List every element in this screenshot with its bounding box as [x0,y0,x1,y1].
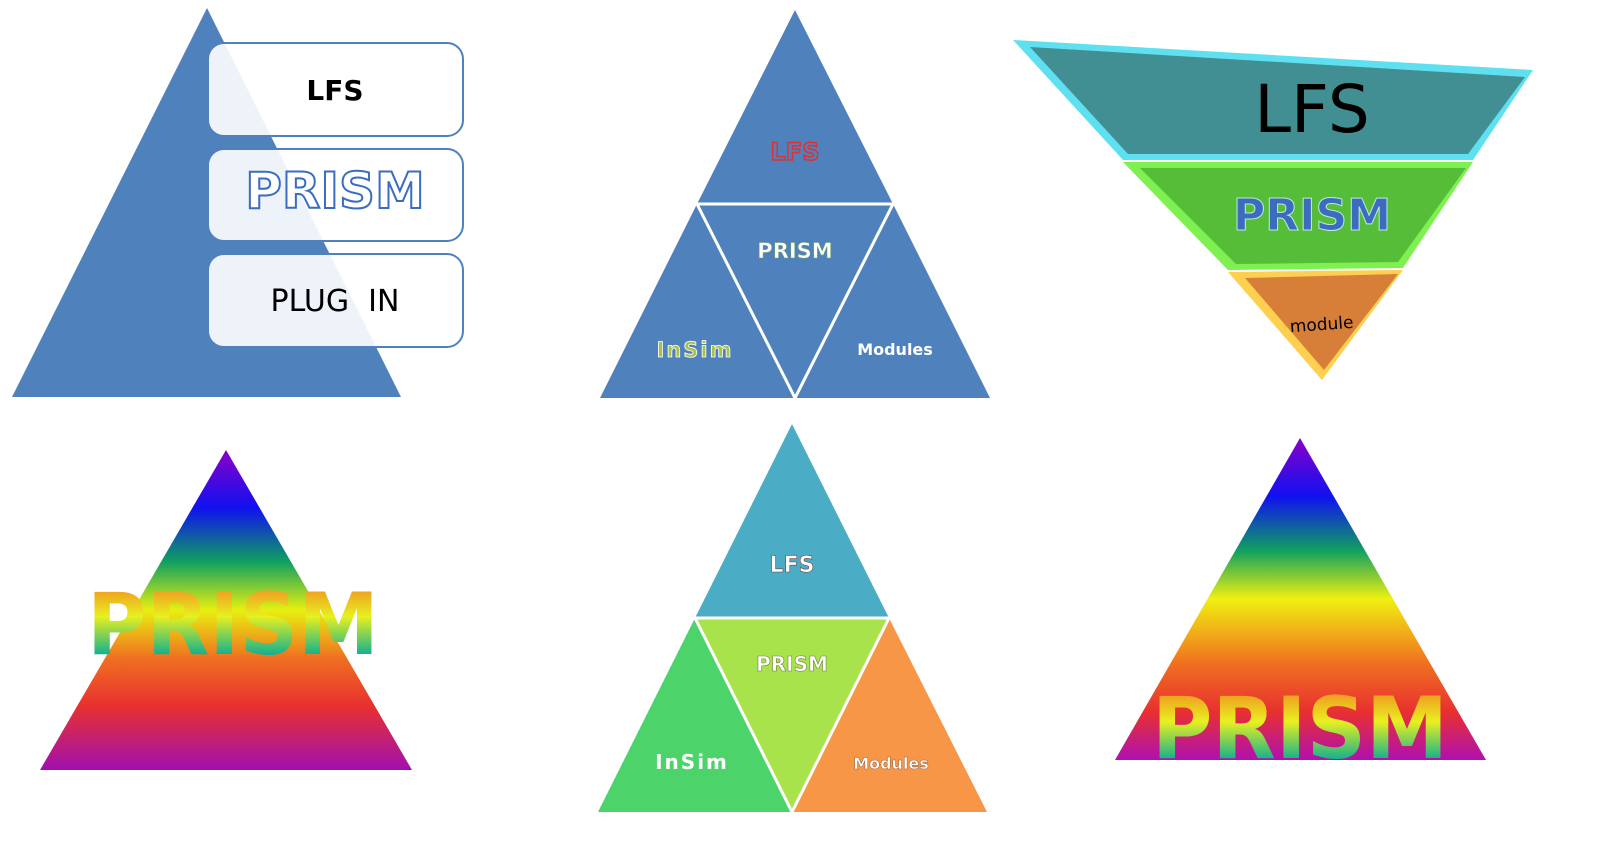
layer-lfs-label: LFS [1254,71,1369,148]
segment-middle [695,618,889,812]
diagram-3-inverted-pyramid: LFS PRISM module [1013,40,1533,380]
rainbow-triangle [1115,438,1486,760]
layer-prism-label: PRISM [1233,190,1391,241]
box-2 [207,148,464,242]
top-label: LFS [771,138,820,166]
segment-left [600,204,795,398]
layer-module [1245,274,1398,370]
box-1-label: LFS [306,74,363,107]
box-3-label: PLUG IN [271,284,400,319]
segment-top [695,424,889,618]
diagram-1-pyramid-list: LFS PRISM PLUG IN [12,8,464,397]
right-label: Modules [857,340,933,359]
segment-right [792,618,987,812]
layer-module-label: module [1289,313,1354,337]
box-1 [207,42,464,137]
segment-top [697,10,893,204]
box-3 [207,253,464,348]
segment-right [795,204,990,398]
prism-label: PRISM [87,575,379,675]
divider-lines [693,616,892,816]
box-2-label: PRISM [245,162,425,220]
layer-prism [1140,168,1466,264]
divider-lines [695,202,896,402]
middle-label: PRISM [756,652,828,676]
diagram-4-rainbow-pyramid: PRISM [40,450,412,770]
diagram-5-colored-pyramid: LFS PRISM InSim Modules [598,424,987,816]
segment-middle [697,204,893,398]
layer-lfs [1030,47,1525,154]
middle-label: PRISM [757,239,832,263]
diagram-2-segmented-pyramid: LFS PRISM InSim Modules [600,10,990,402]
top-label: LFS [770,553,815,578]
left-label: InSim [655,750,729,774]
diagram-6-rainbow-pyramid: PRISM [1115,438,1486,779]
right-label: Modules [853,754,929,773]
prism-label: PRISM [1152,679,1448,779]
segment-left [598,618,792,812]
rainbow-triangle [40,450,412,770]
left-label: InSim [657,338,734,362]
